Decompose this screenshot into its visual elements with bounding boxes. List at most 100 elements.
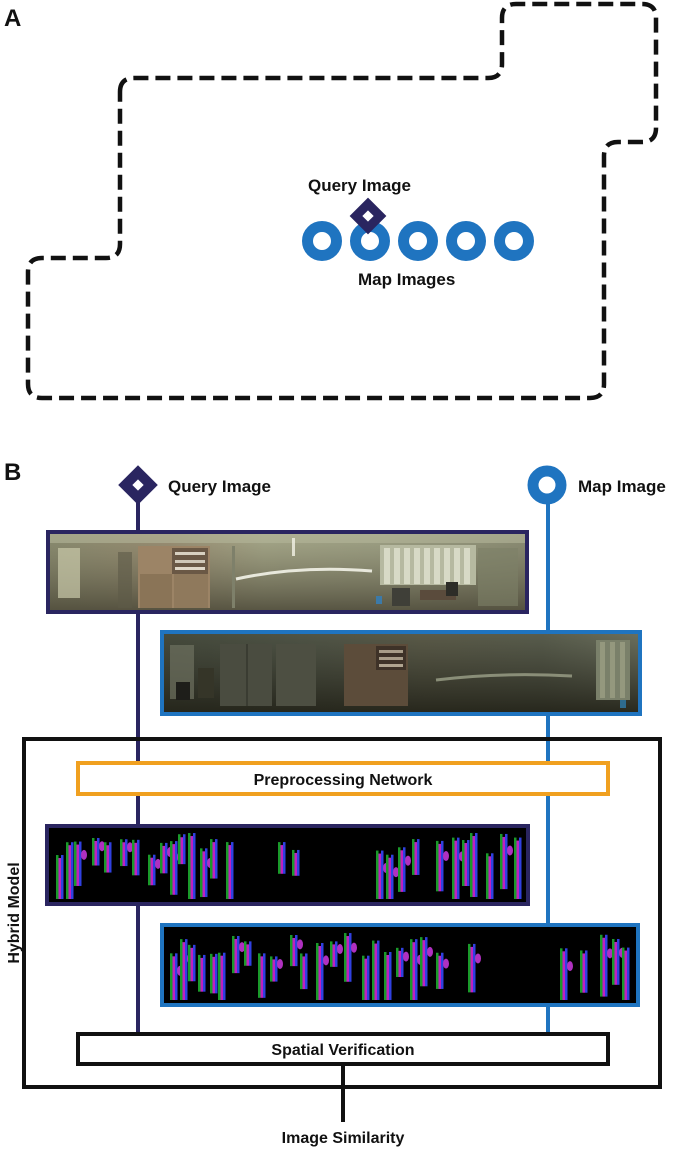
feature-streak [205, 848, 208, 898]
feature-streak [297, 849, 300, 876]
feature-streak [132, 839, 135, 876]
feature-streak [165, 842, 168, 874]
feature-streak [106, 845, 109, 873]
feature-streak [74, 841, 77, 886]
feature-streak [302, 956, 305, 990]
feature-streak [470, 833, 473, 897]
feature-streak [462, 840, 465, 887]
panel-a-map-label: Map Images [358, 270, 455, 289]
feature-blob [351, 942, 357, 953]
feature-streak [585, 950, 588, 993]
feature-streak [172, 844, 175, 895]
panel-a-map-images [302, 221, 534, 261]
map-image-ring-icon [446, 221, 486, 261]
feature-streak [346, 936, 349, 982]
feature-streak [473, 943, 476, 993]
feature-streak [470, 946, 473, 993]
feature-streak [188, 944, 191, 982]
feature-streak [335, 941, 338, 967]
feature-streak [622, 947, 625, 1000]
feature-streak [321, 943, 324, 1000]
feature-blob [337, 944, 343, 955]
feature-blob [443, 958, 449, 969]
feature-streak [56, 855, 59, 899]
feature-streak [614, 941, 617, 985]
feature-streak [305, 953, 308, 990]
feature-blob [323, 955, 329, 966]
feature-streak [377, 940, 380, 1000]
feature-streak [605, 934, 608, 997]
feature-streak [412, 942, 415, 1000]
feature-streak [283, 842, 286, 874]
feature-streak [617, 938, 620, 985]
feature-streak [193, 944, 196, 982]
feature-blob [297, 939, 303, 950]
feature-streak [170, 953, 173, 1000]
feature-streak [475, 833, 478, 897]
feature-streak [420, 937, 423, 987]
panel-b-letter: B [4, 459, 21, 486]
feature-streak [278, 842, 281, 874]
feature-streak [104, 842, 107, 873]
feature-streak [210, 953, 213, 994]
feature-streak [410, 939, 413, 1000]
feature-streak [226, 842, 229, 899]
preprocessing-network-box [76, 761, 610, 796]
feature-streak [505, 833, 508, 890]
map-ring-icon [527, 465, 567, 505]
panel-b-map-label: Map Image [578, 477, 666, 496]
feature-streak [153, 854, 156, 886]
feature-streak [183, 834, 186, 865]
feature-streak [175, 953, 178, 1000]
feature-streak [94, 840, 97, 866]
feature-streak [386, 954, 389, 1000]
feature-streak [318, 946, 321, 1000]
feature-streak [237, 935, 240, 974]
feature-streak [457, 837, 460, 899]
feature-streak [160, 842, 163, 874]
feature-streak [349, 933, 352, 982]
feature-streak [330, 941, 333, 967]
feature-streak [125, 839, 128, 867]
feature-blob [403, 951, 409, 962]
feature-streak [422, 940, 425, 987]
feature-streak [92, 837, 95, 866]
feature-streak [137, 839, 140, 876]
feature-streak [415, 939, 418, 1000]
feature-streak [290, 935, 293, 967]
feature-streak [180, 837, 183, 865]
floor-plan-outline [25, 1, 659, 401]
feature-blob [405, 855, 411, 866]
feature-streak [275, 956, 278, 982]
feature-streak [58, 858, 61, 899]
feature-streak [200, 848, 203, 898]
feature-streak [280, 845, 283, 874]
feature-streak [391, 854, 394, 899]
feature-streak [344, 933, 347, 982]
feature-streak [109, 842, 112, 873]
feature-streak [292, 938, 295, 967]
feature-streak [436, 840, 439, 892]
feature-streak [388, 857, 391, 899]
feature-streak [403, 847, 406, 892]
feature-streak [193, 833, 196, 899]
feature-streak [396, 947, 399, 978]
feature-streak [180, 939, 183, 1000]
query-panorama-frame [46, 530, 529, 614]
feature-streak [372, 940, 375, 1000]
feature-streak [198, 954, 201, 992]
feature-streak [514, 837, 517, 899]
feature-blob [475, 953, 481, 964]
feature-streak [582, 953, 585, 993]
feature-streak [68, 845, 71, 899]
feature-streak [580, 950, 583, 993]
feature-blob [567, 961, 573, 972]
feature-streak [190, 947, 193, 982]
spatial-verification-label: Spatial Verification [271, 1042, 414, 1059]
feature-streak [386, 854, 389, 899]
feature-streak [212, 956, 215, 994]
feature-streak [565, 948, 568, 1000]
feature-streak [624, 950, 627, 1000]
feature-streak [412, 839, 415, 875]
